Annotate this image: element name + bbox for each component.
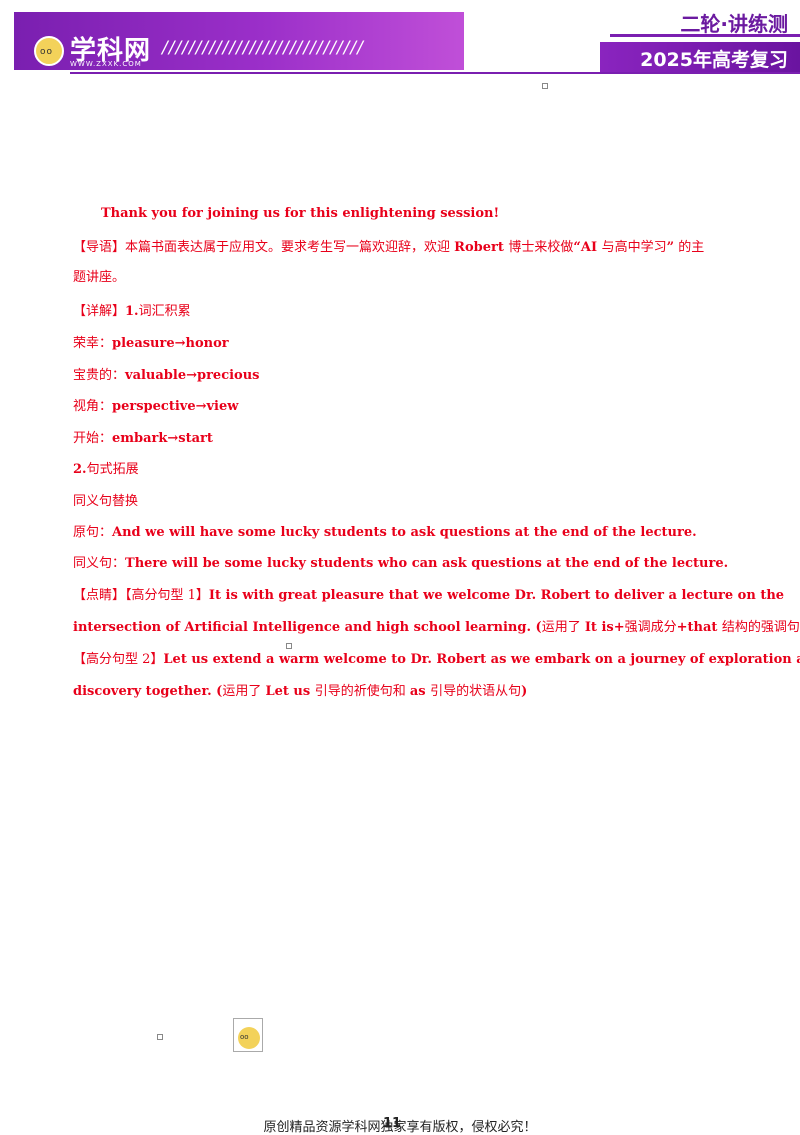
grammar-keyword: It is+ — [585, 620, 625, 635]
copyright-footer: 原创精品资源学科网独家享有版权，侵权必究！ 11 — [0, 1116, 800, 1135]
section-2-title: 句式拓展 — [87, 462, 139, 477]
guide-text-4: 的主 — [674, 240, 704, 255]
logo-url: WWW.ZXXK.COM — [70, 60, 142, 68]
synonym-sentence: 同义句：There will be some lucky students wh… — [73, 552, 728, 571]
grammar-note: 运用了 — [542, 620, 585, 635]
vocab-words: embark→start — [112, 431, 213, 446]
section-2-number: 2. — [73, 462, 87, 477]
page-header: oo 学科网 WWW.ZXXK.COM ////////////////////… — [0, 0, 800, 80]
vocab-words: valuable→precious — [125, 368, 260, 383]
vocab-label: 荣幸： — [73, 336, 112, 351]
detail-title: 词汇积累 — [139, 304, 191, 319]
vocab-item: 荣幸：pleasure→honor — [73, 332, 229, 351]
vocab-label: 宝贵的： — [73, 368, 125, 383]
sentence-pattern-tag: 【高分句型 1】 — [125, 588, 209, 603]
series-label: 二轮·讲练测 — [680, 8, 788, 37]
anchor-mark — [157, 1034, 163, 1040]
highlight-2-line-2: discovery together. (运用了 Let us 引导的祈使句和 … — [73, 680, 527, 699]
original-text: And we will have some lucky students to … — [112, 525, 697, 540]
synonym-text: There will be some lucky students who ca… — [125, 556, 728, 571]
grammar-keyword: as — [410, 684, 430, 699]
year-label: 2025年高考复习 — [640, 45, 788, 72]
guide-text-2: 博士来校做 — [508, 240, 573, 255]
detail-heading: 【详解】1.词汇积累 — [73, 300, 191, 319]
anchor-mark — [286, 643, 292, 649]
vocab-item: 开始：embark→start — [73, 427, 213, 446]
highlight-2-text-1: Let us extend a warm welcome to Dr. Robe… — [163, 652, 800, 667]
mascot-footer-icon: oo — [233, 1018, 263, 1052]
grammar-note: 强调成分 — [625, 620, 677, 635]
closing-paren: ) — [521, 684, 527, 699]
header-rule — [70, 72, 800, 74]
guide-text-1: 本篇书面表达属于应用文。要求考生写一篇欢迎辞，欢迎 — [125, 240, 454, 255]
original-label: 原句： — [73, 525, 112, 540]
grammar-keyword: Let us — [265, 684, 314, 699]
guide-bold-2: “AI — [573, 240, 601, 255]
detail-tag: 【详解】 — [73, 304, 125, 319]
header-divider — [610, 34, 800, 37]
original-sentence: 原句：And we will have some lucky students … — [73, 521, 697, 540]
highlight-1-text-2: intersection of Artificial Intelligence … — [73, 620, 542, 635]
vocab-words: pleasure→honor — [112, 336, 229, 351]
vocab-item: 视角：perspective→view — [73, 395, 238, 414]
grammar-note: 引导的祈使句和 — [315, 684, 410, 699]
logo-banner: oo 学科网 WWW.ZXXK.COM ////////////////////… — [14, 12, 464, 70]
guide-bold-1: Robert — [454, 240, 508, 255]
sentence-pattern-tag: 【高分句型 2】 — [73, 652, 163, 667]
page-number: 11 — [383, 1116, 401, 1131]
highlight-1-line-2: intersection of Artificial Intelligence … — [73, 616, 800, 635]
detail-number: 1. — [125, 304, 139, 319]
guide-text-3: 与高中学习 — [602, 240, 667, 255]
guide-bold-3: ” — [667, 240, 674, 255]
synonym-label: 同义句： — [73, 556, 125, 571]
vocab-label: 视角： — [73, 399, 112, 414]
anchor-mark — [542, 83, 548, 89]
grammar-note: 结构的强调句 — [722, 620, 800, 635]
highlight-tag: 【点睛】 — [73, 588, 125, 603]
synonym-heading: 同义句替换 — [73, 490, 138, 509]
guide-line-2: 题讲座。 — [73, 266, 125, 285]
vocab-label: 开始： — [73, 431, 112, 446]
grammar-note: 运用了 — [222, 684, 265, 699]
highlight-1-text-1: It is with great pleasure that we welcom… — [209, 588, 784, 603]
grammar-note: 引导的状语从句 — [430, 684, 521, 699]
section-2-heading: 2.句式拓展 — [73, 458, 139, 477]
decorative-slashes: ////////////////////////////// — [162, 38, 364, 58]
grammar-keyword: +that — [677, 620, 722, 635]
vocab-words: perspective→view — [112, 399, 238, 414]
guide-paragraph: 【导语】本篇书面表达属于应用文。要求考生写一篇欢迎辞，欢迎 Robert 博士来… — [73, 236, 704, 255]
closing-line: Thank you for joining us for this enligh… — [101, 206, 499, 221]
guide-tag: 【导语】 — [73, 240, 125, 255]
highlight-2-line-1: 【高分句型 2】Let us extend a warm welcome to … — [73, 648, 731, 667]
highlight-2-text-2: discovery together. ( — [73, 684, 222, 699]
mascot-logo-icon: oo — [34, 36, 64, 66]
highlight-1-line-1: 【点睛】【高分句型 1】It is with great pleasure th… — [73, 584, 731, 603]
vocab-item: 宝贵的：valuable→precious — [73, 364, 260, 383]
